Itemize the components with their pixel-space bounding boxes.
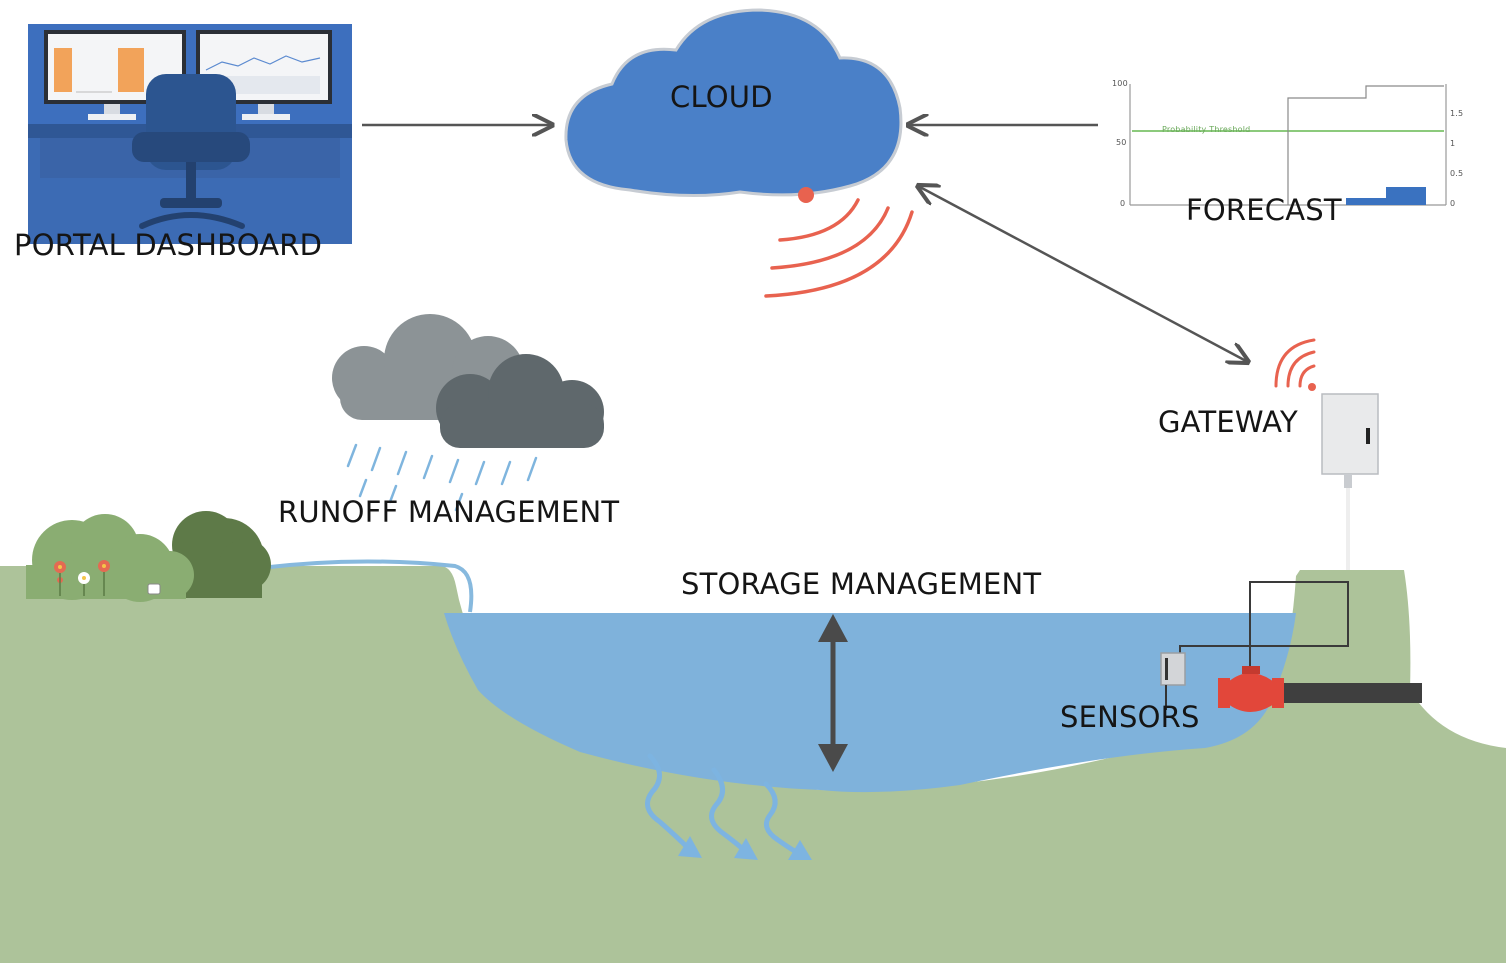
outlet-pipe — [1284, 683, 1422, 703]
left-tick: 0 — [1120, 199, 1126, 208]
gateway-label: GATEWAY — [1158, 405, 1298, 439]
sensors-label: SENSORS — [1060, 700, 1200, 734]
right-tick: 0.5 — [1450, 169, 1464, 178]
control-wires — [1179, 581, 1349, 668]
right-tick: 0 — [1450, 199, 1456, 208]
dashboard-illustration — [28, 24, 352, 244]
left-tick: 100 — [1112, 79, 1128, 88]
forecast-bar — [1346, 198, 1386, 205]
threshold-label: Probability Threshold — [1162, 125, 1251, 134]
ground — [0, 566, 1506, 963]
rain — [346, 443, 538, 512]
gateway-signal-icon — [1274, 338, 1316, 391]
cloud-gateway-arrow — [918, 186, 1248, 362]
left-tick: 50 — [1116, 138, 1127, 147]
right-tick: 1.5 — [1450, 109, 1464, 118]
forecast-label: FORECAST — [1186, 193, 1342, 227]
flowers — [54, 560, 161, 596]
runoff-management-label: RUNOFF MANAGEMENT — [278, 495, 620, 529]
seepage-arrows — [645, 753, 803, 857]
portal-dashboard-label: PORTAL DASHBOARD — [14, 228, 323, 262]
right-tick: 1 — [1450, 139, 1456, 148]
reservoir-water — [444, 613, 1296, 793]
seepage-arrowheads — [678, 836, 812, 860]
probability-step-line — [1287, 85, 1444, 205]
storm-cloud-dark — [436, 354, 604, 448]
gateway-box — [1321, 393, 1379, 570]
storage-management-label: STORAGE MANAGEMENT — [681, 567, 1042, 601]
cloud-signal-icon — [764, 187, 914, 298]
cloud-label: CLOUD — [670, 80, 773, 114]
runoff-stream — [259, 559, 474, 613]
level-sensor — [1160, 652, 1186, 710]
forecast-chart — [1129, 84, 1447, 206]
main-cloud — [564, 8, 903, 198]
valve — [1218, 666, 1284, 712]
forecast-bar — [1386, 187, 1426, 205]
storage-level-arrow — [818, 614, 848, 772]
